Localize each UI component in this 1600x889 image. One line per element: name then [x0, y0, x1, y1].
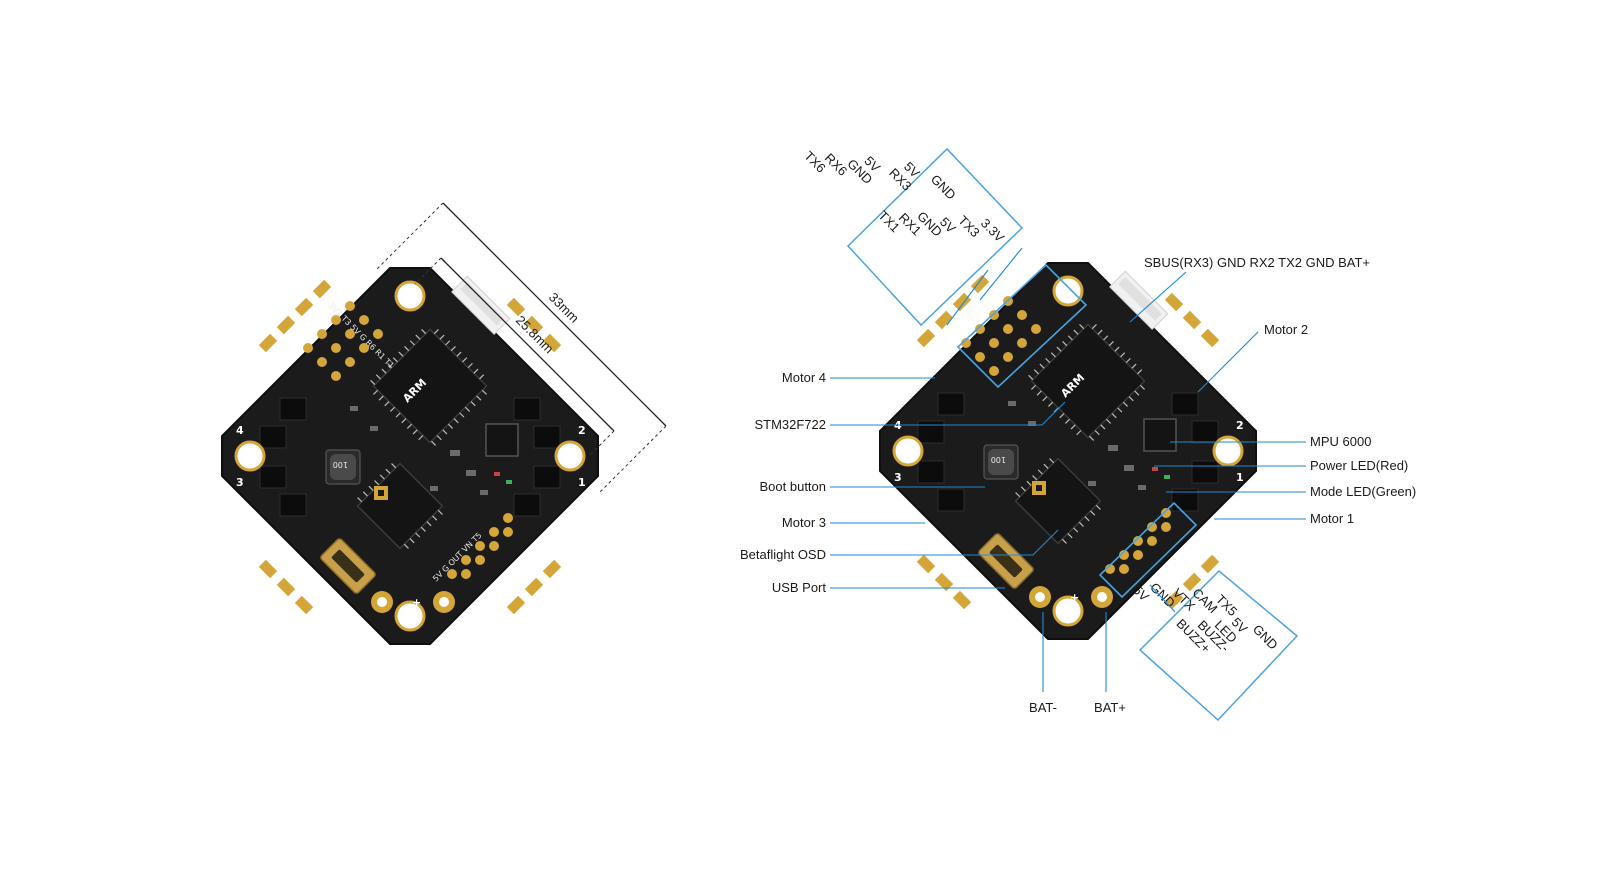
- label-mpu6000: MPU 6000: [1310, 434, 1371, 449]
- right-callouts: SBUS(RX3) GND RX2 TX2 GND BAT+ Motor 2 M…: [1129, 255, 1416, 526]
- motor-number-3-right: 3: [894, 471, 902, 484]
- motor-number-1: 1: [578, 476, 586, 489]
- left-board: ARM 100 4 3 2 1 + 3V3 T3 5V G R6 R1 T1 5…: [220, 266, 600, 646]
- label-boot-button: Boot button: [760, 479, 827, 494]
- plus-sign: +: [412, 596, 421, 609]
- dimension-outer: 33mm: [546, 290, 582, 326]
- motor-number-1-right: 1: [1236, 471, 1244, 484]
- label-motor3: Motor 3: [782, 515, 826, 530]
- inductor-text: 100: [333, 460, 348, 469]
- label-stm32: STM32F722: [754, 417, 826, 432]
- plus-sign-right: +: [1070, 591, 1079, 604]
- label-mode-led: Mode LED(Green): [1310, 484, 1416, 499]
- label-sbus-row: SBUS(RX3) GND RX2 TX2 GND BAT+: [1144, 255, 1370, 270]
- motor-number-4: 4: [236, 424, 244, 437]
- motor-number-2: 2: [578, 424, 586, 437]
- label-bat-plus: BAT+: [1094, 700, 1126, 715]
- label-motor2: Motor 2: [1264, 322, 1308, 337]
- inductor-text-right: 100: [991, 455, 1006, 464]
- right-board: ARM 100 4 3 2 1 +: [878, 261, 1258, 641]
- label-power-led: Power LED(Red): [1310, 458, 1408, 473]
- label-motor4: Motor 4: [782, 370, 826, 385]
- bottom-pin-box: TX5 CAM VTX GND 5V GND 5V LED BUZZ- BUZZ…: [1130, 569, 1299, 722]
- motor-number-3: 3: [236, 476, 244, 489]
- bottom-callouts: BAT- BAT+: [1029, 612, 1126, 715]
- left-callouts: Motor 4 STM32F722 Boot button Motor 3 Be…: [740, 370, 1066, 595]
- top-pin-col1-6: TX6: [801, 148, 828, 175]
- label-betaflight-osd: Betaflight OSD: [740, 547, 826, 562]
- label-bat-minus: BAT-: [1029, 700, 1057, 715]
- label-motor1: Motor 1: [1310, 511, 1354, 526]
- top-pin-box: GND 5V RX3 5V GND RX6 TX6 3.3V TX3 5V GN…: [801, 147, 1024, 327]
- motor-number-2-right: 2: [1236, 419, 1244, 432]
- label-usb-port: USB Port: [772, 580, 827, 595]
